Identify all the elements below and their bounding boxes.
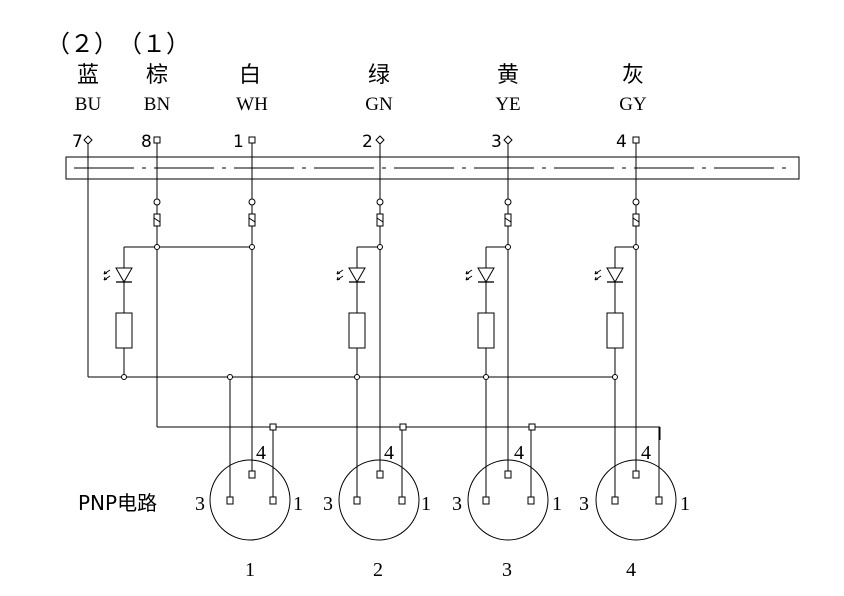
wire-label-cn-blue: 蓝 bbox=[77, 63, 99, 88]
connector-1-body bbox=[209, 459, 291, 541]
wire-code-bn: BN bbox=[144, 94, 171, 115]
group-label-2: （２） bbox=[46, 30, 118, 58]
terminal-block bbox=[65, 156, 800, 180]
wire-label-cn-gray: 灰 bbox=[622, 63, 644, 88]
led-icon bbox=[348, 267, 366, 284]
junction-dot bbox=[505, 244, 511, 250]
pin-number-1: 1 bbox=[233, 132, 244, 152]
wire-joint bbox=[632, 198, 640, 206]
connector-3-pin-right: 1 bbox=[552, 493, 562, 515]
led-icon bbox=[477, 267, 495, 284]
led-icon bbox=[606, 267, 624, 284]
light-arrows-icon bbox=[103, 269, 111, 281]
connector-2-number: 2 bbox=[373, 559, 383, 581]
wire-joint bbox=[153, 198, 161, 206]
resistor-icon bbox=[606, 312, 624, 349]
connector-1-number: 1 bbox=[245, 559, 255, 581]
wire-label-cn-yellow: 黄 bbox=[497, 63, 519, 88]
connector-pin-4-icon bbox=[504, 470, 512, 479]
connector-pin-3-icon bbox=[226, 496, 234, 505]
wire-joint bbox=[248, 198, 256, 206]
connector-4-number: 4 bbox=[626, 559, 636, 581]
terminal-marker bbox=[248, 136, 256, 144]
connector-pin-1-icon bbox=[269, 496, 277, 505]
pin-number-7: 7 bbox=[72, 132, 83, 152]
terminal-marker bbox=[83, 135, 93, 145]
plug-block-hatch bbox=[153, 217, 161, 223]
pin-number-2: 2 bbox=[362, 132, 373, 152]
junction-dot bbox=[612, 374, 618, 380]
connector-pin-3-icon bbox=[482, 496, 490, 505]
wire-label-cn-green: 绿 bbox=[368, 63, 390, 88]
junction-dot bbox=[121, 374, 127, 380]
junction-dot bbox=[528, 423, 536, 431]
terminal-marker bbox=[503, 135, 513, 145]
connector-1-pin-top: 4 bbox=[256, 442, 266, 464]
junction-dot bbox=[269, 423, 277, 431]
connector-pin-3-icon bbox=[611, 496, 619, 505]
junction-dot bbox=[633, 244, 639, 250]
light-arrows-icon bbox=[465, 269, 473, 281]
junction-dot bbox=[483, 374, 489, 380]
junction-dot bbox=[354, 374, 360, 380]
connector-pin-4-icon bbox=[248, 470, 256, 479]
wire-code-bu: BU bbox=[75, 94, 102, 115]
terminal-marker bbox=[153, 136, 161, 144]
circuit-label: PNP电路 bbox=[78, 491, 157, 515]
junction-dot bbox=[377, 244, 383, 250]
connector-1-pin-right: 1 bbox=[293, 493, 303, 515]
connector-pin-1-icon bbox=[655, 496, 663, 505]
connector-3-pin-left: 3 bbox=[452, 493, 462, 515]
connector-2-pin-right: 1 bbox=[421, 493, 431, 515]
junction-dot bbox=[154, 244, 160, 250]
wire-code-ye: YE bbox=[495, 94, 520, 115]
junction-dot bbox=[249, 244, 255, 250]
resistor-icon bbox=[115, 312, 133, 349]
plug-block-hatch bbox=[248, 217, 256, 223]
terminal-marker bbox=[632, 136, 640, 144]
connector-4-pin-right: 1 bbox=[680, 493, 690, 515]
connector-3-pin-top: 4 bbox=[514, 442, 524, 464]
wire-code-wh: WH bbox=[236, 94, 268, 115]
wire-joint bbox=[376, 198, 384, 206]
connector-2-pin-top: 4 bbox=[384, 442, 394, 464]
wire-joint bbox=[504, 198, 512, 206]
light-arrows-icon bbox=[594, 269, 602, 281]
connector-pin-1-icon bbox=[398, 496, 406, 505]
connector-4-pin-top: 4 bbox=[641, 442, 651, 464]
connector-2-body bbox=[338, 459, 420, 541]
light-arrows-icon bbox=[336, 269, 344, 281]
resistor-icon bbox=[477, 312, 495, 349]
connector-pin-1-icon bbox=[527, 496, 535, 505]
wire-code-gy: GY bbox=[619, 94, 647, 115]
junction-dot bbox=[399, 423, 407, 431]
connector-3-number: 3 bbox=[502, 559, 512, 581]
group-label-1: （１） bbox=[118, 30, 190, 58]
connector-pin-4-icon bbox=[632, 470, 640, 479]
led-icon bbox=[115, 267, 133, 284]
wire-label-cn-white: 白 bbox=[239, 63, 261, 88]
pin-number-4: 4 bbox=[616, 132, 627, 152]
markers bbox=[83, 135, 677, 541]
connector-pin-3-icon bbox=[353, 496, 361, 505]
junction-dot bbox=[227, 374, 233, 380]
wire-code-gn: GN bbox=[365, 94, 393, 115]
plug-block-hatch bbox=[632, 217, 640, 223]
terminal-marker bbox=[375, 135, 385, 145]
plug-block-hatch bbox=[504, 217, 512, 223]
resistor-icon bbox=[348, 312, 366, 349]
wiring bbox=[87, 140, 661, 500]
connector-pin-4-icon bbox=[376, 470, 384, 479]
connector-4-body bbox=[595, 459, 677, 541]
plug-block-hatch bbox=[376, 217, 384, 223]
wire-label-cn-brown: 棕 bbox=[146, 63, 168, 88]
connector-2-pin-left: 3 bbox=[323, 493, 333, 515]
pin-number-3: 3 bbox=[491, 132, 502, 152]
connector-4-pin-left: 3 bbox=[579, 493, 589, 515]
pin-number-8: 8 bbox=[141, 132, 152, 152]
connector-3-body bbox=[467, 459, 549, 541]
connector-1-pin-left: 3 bbox=[195, 493, 205, 515]
